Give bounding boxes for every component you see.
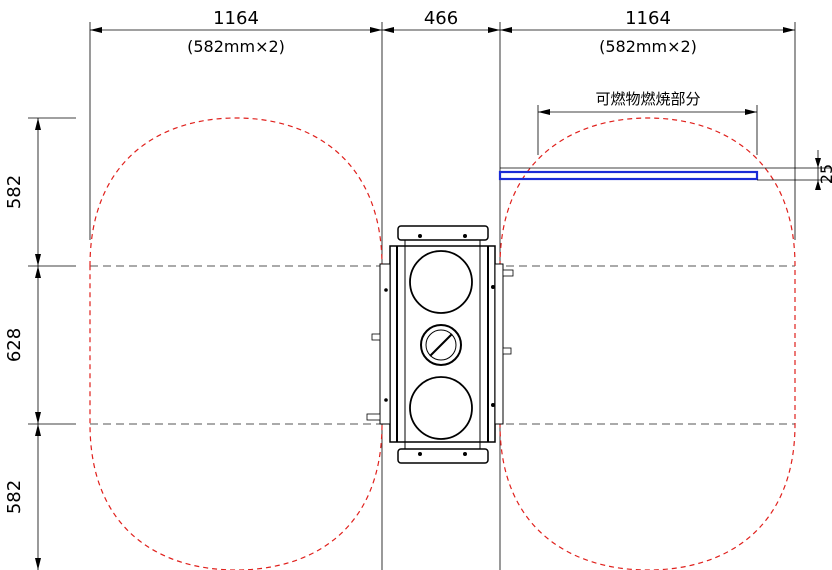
combustible-part-label: 可燃物燃焼部分	[595, 90, 700, 108]
thickness-dimension	[815, 150, 821, 190]
dim-left-middle-value: 628	[4, 328, 25, 362]
burner-bottom-icon	[409, 376, 473, 440]
dim-top-left-value: 1164	[213, 8, 259, 29]
burner-top-icon	[409, 250, 473, 314]
dim-top-right-breakdown: (582mm×2)	[599, 37, 697, 56]
dim-left-top-value: 582	[4, 175, 25, 209]
dim-left-bottom-value: 582	[4, 480, 25, 514]
clearance-boundary-left	[89, 117, 383, 570]
combustible-material	[498, 167, 832, 181]
clearance-boundary-right	[499, 117, 796, 570]
dim-top-right-value: 1164	[625, 8, 671, 29]
dim-thickness-value: 25	[817, 164, 832, 184]
combustible-dimension	[537, 105, 758, 155]
appliance-unit	[366, 225, 514, 464]
left-dimension-lines	[28, 117, 76, 570]
dim-top-center-value: 466	[424, 8, 458, 29]
dim-top-left-breakdown: (582mm×2)	[187, 37, 285, 56]
